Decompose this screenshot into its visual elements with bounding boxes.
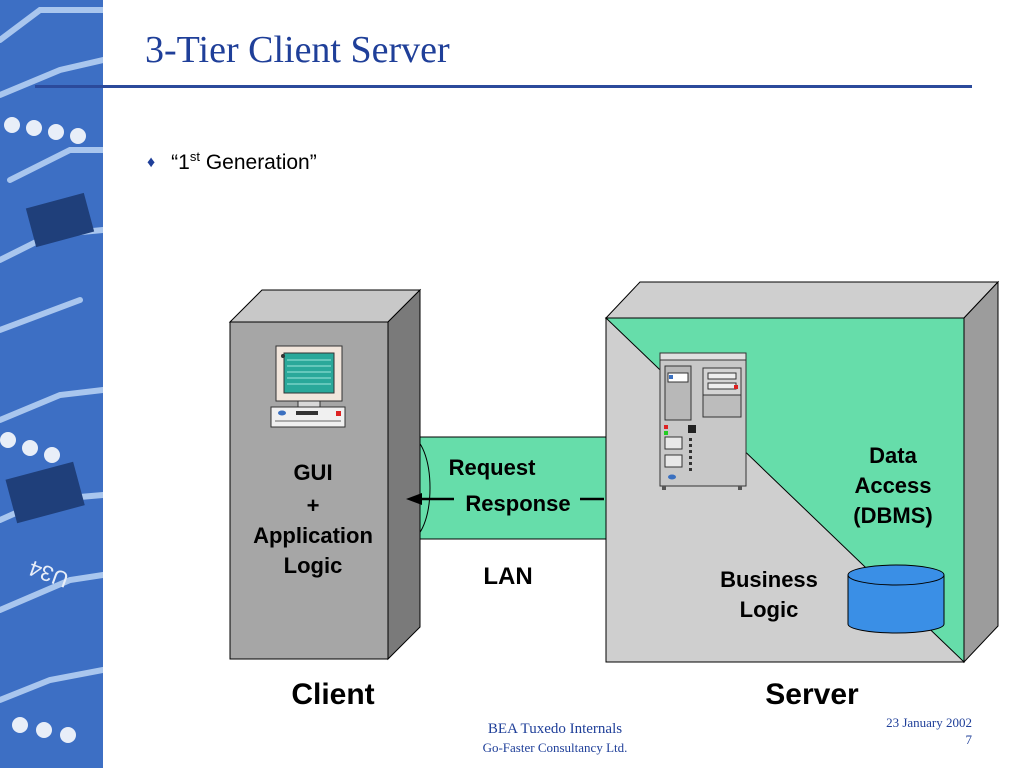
client-label-line-2: + — [307, 493, 320, 518]
footer-date: 23 January 2002 — [886, 715, 972, 730]
data-access-line-2: Access — [854, 473, 931, 498]
bullet-item: ♦ “1st Generation” — [147, 149, 317, 175]
server-tower-icon — [659, 352, 747, 490]
lan-label: LAN — [483, 563, 532, 590]
circuit-board-image: U34 — [0, 0, 103, 768]
bullet-text-start: “1 — [171, 151, 190, 174]
client-label-line-4: Logic — [284, 553, 343, 578]
footer-company: Go-Faster Consultancy Ltd. — [482, 740, 628, 755]
client-label-line-1: GUI — [293, 460, 332, 485]
business-logic-line-1: Business — [720, 567, 818, 592]
response-arrow — [406, 493, 454, 505]
bullet-superscript: st — [189, 149, 200, 164]
footer-right: 23 January 2002 7 — [886, 714, 972, 748]
server-caption: Server — [765, 678, 859, 711]
bullet-text-end: Generation” — [199, 151, 317, 174]
slide-title: 3-Tier Client Server — [145, 29, 450, 71]
diamond-bullet-icon: ♦ — [147, 154, 156, 171]
desktop-computer-icon — [270, 345, 346, 428]
response-label: Response — [465, 491, 570, 516]
lan-pipe — [389, 436, 606, 540]
data-access-line-3: (DBMS) — [853, 503, 932, 528]
page-number: 7 — [965, 732, 973, 747]
decorative-circuit-strip: U34 — [0, 0, 103, 768]
footer-title: BEA Tuxedo Internals — [487, 721, 623, 737]
request-label: Request — [449, 455, 536, 480]
database-cylinder-icon — [847, 564, 945, 634]
footer-center: BEA Tuxedo Internals Go-Faster Consultan… — [440, 720, 670, 756]
data-access-line-1: Data — [869, 443, 917, 468]
client-caption: Client — [291, 678, 374, 711]
client-label-line-3: Application — [253, 523, 373, 548]
title-underline — [35, 85, 972, 88]
business-logic-line-2: Logic — [740, 597, 799, 622]
